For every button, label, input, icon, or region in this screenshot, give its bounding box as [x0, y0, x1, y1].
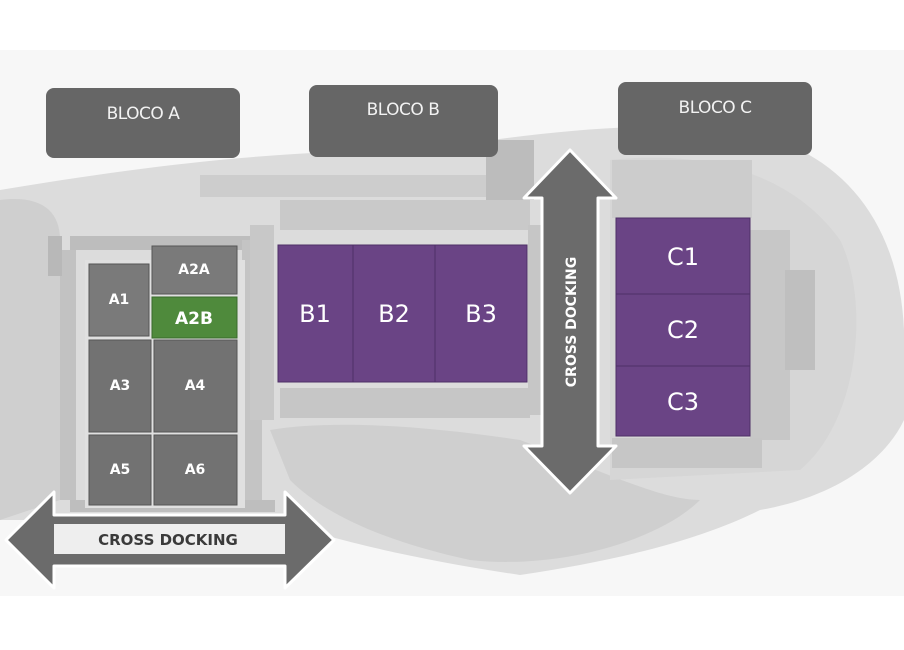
- unit-a3[interactable]: A3: [88, 339, 152, 433]
- unit-c1[interactable]: C1: [615, 217, 751, 295]
- block-c-label: BLOCO C: [679, 98, 752, 118]
- unit-a6[interactable]: A6: [153, 434, 238, 506]
- unit-b2-label: B2: [378, 300, 410, 328]
- unit-a3-label: A3: [110, 378, 131, 394]
- cross-docking-vertical-arrow: CROSS DOCKING: [522, 148, 618, 495]
- unit-b2[interactable]: B2: [352, 244, 436, 383]
- unit-a5-label: A5: [110, 462, 131, 478]
- unit-b3[interactable]: B3: [434, 244, 528, 383]
- unit-a2b-label: A2B: [175, 309, 213, 329]
- unit-a1[interactable]: A1: [88, 263, 150, 337]
- block-a-units: A1 A2A A2B A3 A4 A5 A6: [85, 245, 245, 508]
- block-a-label-box: BLOCO A: [46, 88, 240, 158]
- block-b-label-box: BLOCO B: [309, 85, 498, 157]
- unit-a2a[interactable]: A2A: [151, 245, 238, 295]
- unit-c3-label: C3: [667, 388, 699, 416]
- block-b-label: BLOCO B: [367, 100, 440, 120]
- block-b-units: B1 B2 B3: [277, 244, 528, 383]
- block-a-label: BLOCO A: [107, 104, 181, 124]
- unit-a6-label: A6: [185, 462, 206, 478]
- unit-b1-label: B1: [299, 300, 331, 328]
- unit-b1[interactable]: B1: [277, 244, 354, 383]
- unit-a4[interactable]: A4: [153, 339, 238, 433]
- unit-a4-label: A4: [185, 378, 206, 394]
- unit-c3[interactable]: C3: [615, 365, 751, 437]
- unit-a2b[interactable]: A2B: [151, 296, 238, 339]
- block-c-label-box: BLOCO C: [618, 82, 812, 155]
- unit-a1-label: A1: [109, 292, 130, 308]
- unit-a5[interactable]: A5: [88, 434, 152, 506]
- block-c-units: C1 C2 C3: [615, 217, 751, 437]
- unit-b3-label: B3: [465, 300, 497, 328]
- unit-c2-label: C2: [667, 316, 699, 344]
- cross-docking-vertical-label: CROSS DOCKING: [564, 257, 580, 387]
- unit-c1-label: C1: [667, 243, 699, 271]
- unit-c2[interactable]: C2: [615, 293, 751, 367]
- cross-docking-horizontal-label: CROSS DOCKING: [98, 531, 238, 549]
- cross-docking-horizontal-arrow: CROSS DOCKING: [4, 490, 336, 590]
- unit-a2a-label: A2A: [178, 262, 210, 278]
